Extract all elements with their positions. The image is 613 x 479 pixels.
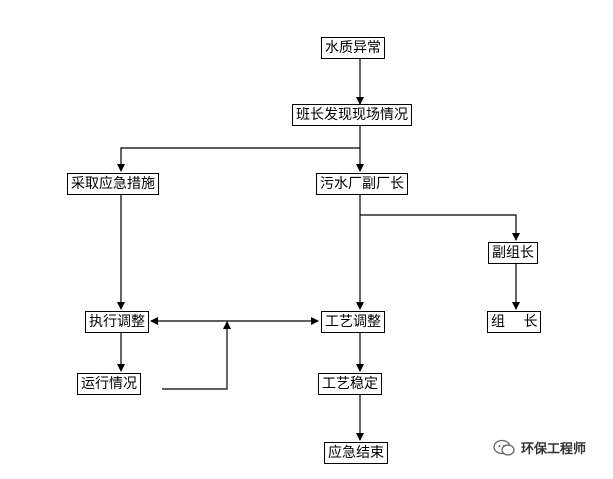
node-process-stable: 工艺稳定 [318,373,382,395]
node-water-abnormal: 水质异常 [321,37,385,59]
node-execute-adjust: 执行调整 [85,311,149,333]
watermark-text: 环保工程师 [521,442,587,457]
node-emergency-end: 应急结束 [324,442,388,464]
arrow-to-emergency-measures [117,147,360,172]
node-process-adjust: 工艺调整 [321,311,385,333]
node-emergency-measures: 采取应急措施 [67,173,159,195]
node-operation-status: 运行情况 [77,373,141,395]
node-team-leader: 组 长 [487,311,542,333]
node-deputy-team-leader: 副组长 [488,242,538,264]
wechat-icon [493,439,515,456]
arrow-status-feedback [162,321,231,390]
watermark: 环保工程师 [493,438,586,457]
node-monitor-finds: 班长发现现场情况 [292,104,412,126]
arrow-to-deputy-team-leader [360,214,520,241]
node-deputy-director: 污水厂副厂长 [316,173,408,195]
